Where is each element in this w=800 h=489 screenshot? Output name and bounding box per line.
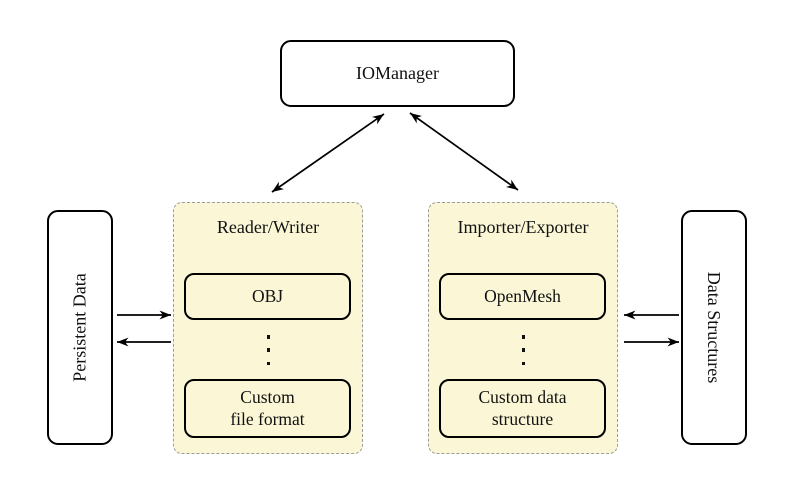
- vertical-ellipsis-icon: [174, 335, 362, 365]
- node-data-structures: Data Structures: [681, 210, 747, 445]
- group-reader-writer-title: Reader/Writer: [216, 217, 320, 237]
- group-importer-exporter: Importer/Exporter OpenMesh Custom data s…: [428, 202, 618, 454]
- node-custom-file-format-line1: Custom: [240, 386, 295, 407]
- group-reader-writer: Reader/Writer OBJ Custom file format: [173, 202, 363, 454]
- arrow-iomanager-importer-exporter: [409, 112, 519, 191]
- node-custom-file-format-line2: file format: [230, 408, 305, 429]
- node-custom-data-structure-line1: Custom data: [478, 386, 567, 407]
- node-data-structures-label: Data Structures: [704, 271, 725, 384]
- node-persistent-data: Persistent Data: [47, 210, 113, 445]
- node-custom-file-format: Custom file format: [184, 379, 351, 438]
- node-custom-data-structure: Custom data structure: [439, 379, 606, 438]
- group-importer-exporter-title: Importer/Exporter: [457, 217, 589, 237]
- vertical-ellipsis-icon: [429, 335, 617, 365]
- arrow-iomanager-reader-writer: [271, 113, 385, 193]
- node-openmesh: OpenMesh: [439, 273, 606, 320]
- node-obj-label: OBJ: [251, 285, 284, 306]
- node-obj: OBJ: [184, 273, 351, 320]
- node-persistent-data-label: Persistent Data: [69, 273, 90, 382]
- node-openmesh-label: OpenMesh: [484, 285, 561, 306]
- node-iomanager-label: IOManager: [356, 63, 439, 83]
- node-custom-data-structure-line2: structure: [491, 408, 554, 429]
- node-iomanager: IOManager: [280, 40, 515, 107]
